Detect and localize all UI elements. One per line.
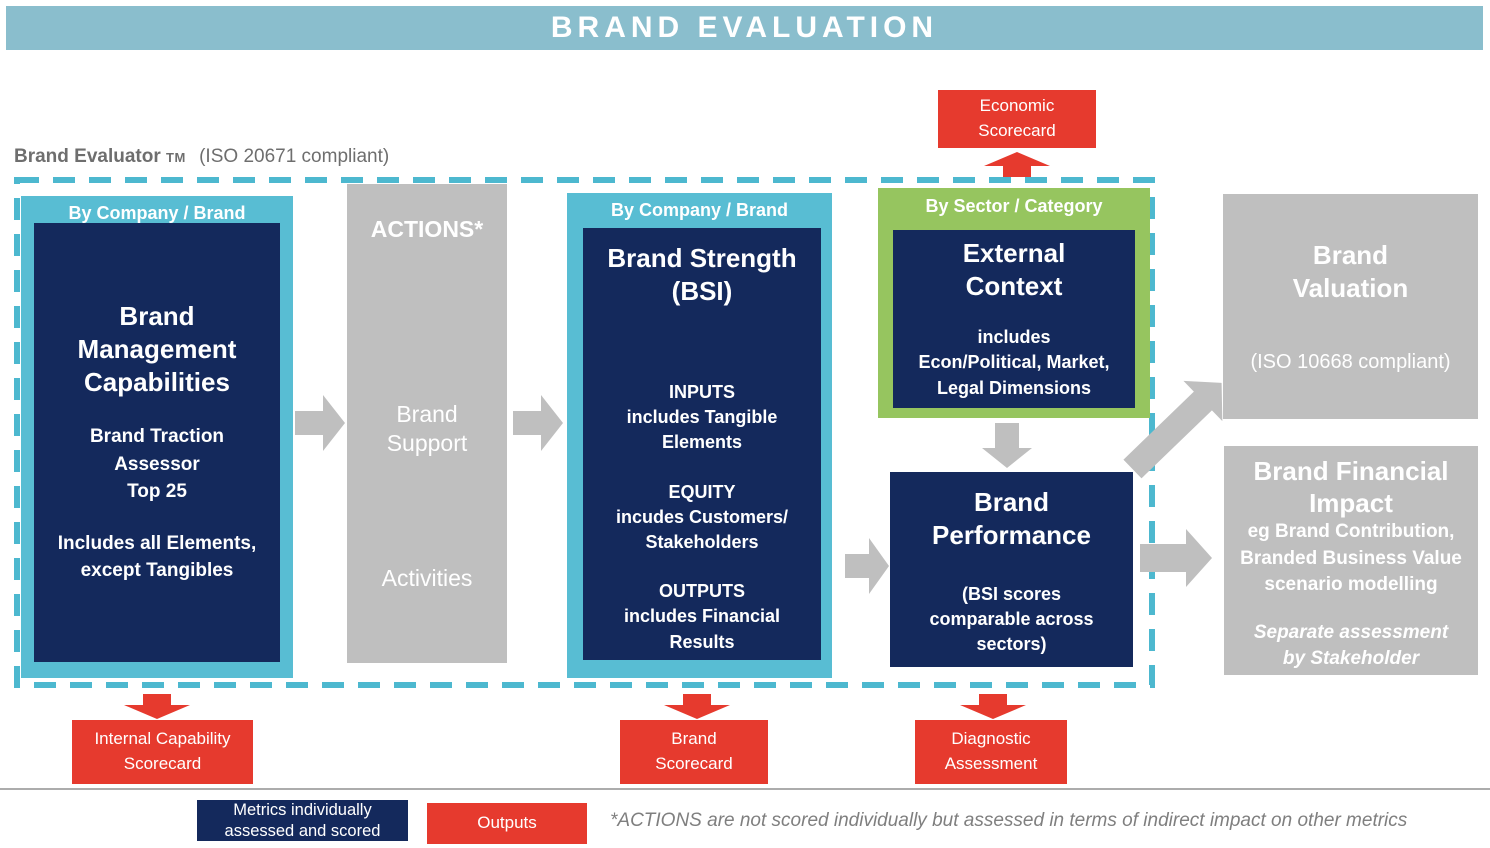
arrow-actions-to-strength [513, 395, 563, 451]
capabilities-box: Brand Management Capabilities Brand Trac… [34, 223, 280, 662]
legend-outputs-box: Outputs [427, 803, 587, 844]
diagnostic-assessment-box: Diagnostic Assessment [915, 720, 1067, 784]
strength-container: By Company / Brand Brand Strength (BSI) … [567, 193, 832, 678]
actions-activities: Activities [381, 565, 473, 591]
legend-metrics-box: Metrics individually assessed and scored [197, 800, 408, 841]
strength-outputs: OUTPUTS includes Financial Results [623, 581, 781, 652]
separator-line [0, 788, 1490, 790]
financial-impact-box: Brand Financial Impact eg Brand Contribu… [1224, 446, 1478, 675]
performance-subtitle: (BSI scores comparable across sectors) [929, 584, 1094, 655]
page-title: BRAND EVALUATION [550, 11, 939, 44]
external-subtitle: includes Econ/Political, Market, Legal D… [918, 327, 1110, 398]
economic-scorecard-box: Economic Scorecard [938, 90, 1096, 148]
actions-box: ACTIONS* Brand Support Activities [347, 184, 507, 663]
capabilities-container: By Company / Brand Brand Management Capa… [21, 196, 293, 678]
external-context-container: By Sector / Category External Context in… [878, 188, 1150, 418]
valuation-title: Brand Valuation [1292, 239, 1409, 303]
arrow-performance-to-financial [1140, 529, 1212, 587]
external-title: External Context [962, 238, 1066, 302]
strength-title: Brand Strength (BSI) [607, 243, 797, 307]
trademark-mark: TM [166, 150, 186, 165]
arrow-performance-to-valuation [1123, 380, 1223, 479]
valuation-box: Brand Valuation (ISO 10668 compliant) [1223, 194, 1478, 419]
financial-note: Separate assessment by Stakeholder [1253, 622, 1449, 670]
valuation-subtitle: (ISO 10668 compliant) [1250, 351, 1451, 374]
arrow-external-to-performance [982, 423, 1032, 468]
evaluator-name: Brand Evaluator [14, 146, 161, 167]
capabilities-note: Includes all Elements, except Tangibles [57, 532, 257, 582]
financial-title: Brand Financial Impact [1253, 456, 1449, 518]
capabilities-subtitle: Brand Traction Assessor Top 25 [89, 426, 225, 503]
actions-brand-support: Brand Support [386, 401, 468, 456]
evaluator-label: Brand Evaluator TM (ISO 20671 compliant) [14, 146, 389, 168]
capabilities-header: By Company / Brand [68, 203, 246, 223]
financial-subtitle: eg Brand Contribution, Branded Business … [1240, 521, 1462, 595]
arrow-strength-to-performance [845, 538, 889, 594]
actions-footnote: *ACTIONS are not scored individually but… [610, 810, 1408, 831]
actions-title: ACTIONS* [370, 216, 484, 242]
external-context-box: External Context includes Econ/Political… [893, 230, 1135, 408]
capabilities-title: Brand Management Capabilities [77, 301, 237, 398]
performance-title: Brand Performance [932, 487, 1091, 551]
strength-equity: EQUITY incudes Customers/ Stakeholders [615, 481, 789, 552]
strength-box: Brand Strength (BSI) INPUTS includes Tan… [583, 228, 821, 660]
evaluator-compliance: (ISO 20671 compliant) [199, 146, 390, 167]
strength-header: By Company / Brand [610, 200, 789, 220]
external-header: By Sector / Category [925, 196, 1103, 216]
performance-box: Brand Performance (BSI scores comparable… [890, 472, 1133, 667]
arrow-down-diagnostic-assessment [960, 694, 1026, 719]
arrow-down-internal-scorecard [124, 694, 190, 719]
banner: BRAND EVALUATION [6, 6, 1483, 50]
internal-capability-scorecard-box: Internal Capability Scorecard [72, 720, 253, 784]
arrow-up-economic-scorecard [984, 152, 1050, 177]
brand-scorecard-box: Brand Scorecard [620, 720, 768, 784]
strength-inputs: INPUTS includes Tangible Elements [626, 382, 778, 453]
arrow-capabilities-to-actions [295, 395, 345, 451]
arrow-down-brand-scorecard [664, 694, 730, 719]
